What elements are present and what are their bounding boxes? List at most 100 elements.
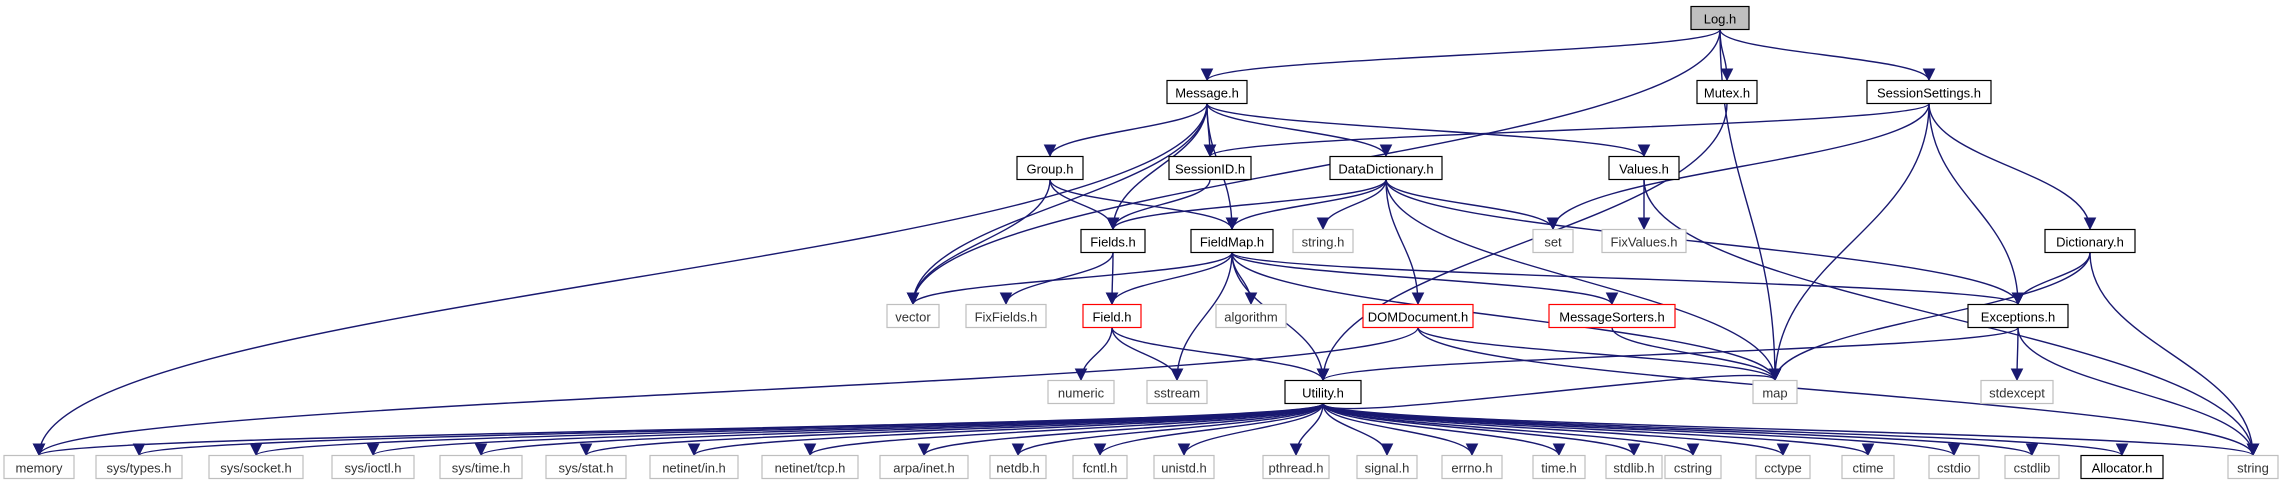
node-pthread-h: pthread.h	[1262, 454, 1330, 480]
node-string-h: string.h	[1292, 228, 1354, 254]
edge-log_h-to-sessionsettings_h	[1719, 29, 1936, 82]
node-box	[208, 454, 304, 480]
node-label: netdb.h	[996, 461, 1039, 476]
node-mutex-h[interactable]: Mutex.h	[1696, 79, 1758, 105]
edge-fields_h-to-fixfields_h	[999, 252, 1114, 306]
node-sessionsettings-h[interactable]: SessionSettings.h	[1866, 79, 1992, 105]
node-label: sys/ioctl.h	[344, 461, 401, 476]
node-label: algorithm	[1224, 310, 1277, 325]
node-fieldmap-h[interactable]: FieldMap.h	[1190, 228, 1274, 254]
node-box	[761, 454, 859, 480]
edge-field_h-to-sstream	[1111, 327, 1184, 382]
node-messagesorters-h[interactable]: MessageSorters.h	[1548, 303, 1676, 329]
node-box	[649, 454, 739, 480]
node-label: Field.h	[1092, 310, 1131, 325]
node-sys-socket-h: sys/socket.h	[208, 454, 304, 480]
node-label: errno.h	[1451, 461, 1492, 476]
node-box	[1696, 79, 1758, 105]
edge-sessionsettings_h-to-sessionid_h	[1204, 102, 1930, 158]
edge-values_h-to-string	[1643, 179, 2260, 457]
node-netinet-tcp-h: netinet/tcp.h	[761, 454, 859, 480]
node-label: Log.h	[1704, 12, 1737, 27]
node-box	[1262, 454, 1330, 480]
node-label: netinet/tcp.h	[775, 461, 846, 476]
edge-utility_h-to-fcntl_h	[1093, 403, 1324, 457]
node-values-h[interactable]: Values.h	[1608, 155, 1680, 181]
node-box	[1601, 228, 1687, 254]
node-box	[95, 454, 183, 480]
node-datadictionary-h[interactable]: DataDictionary.h	[1329, 155, 1443, 181]
node-label: sys/socket.h	[220, 461, 292, 476]
node-dictionary-h[interactable]: Dictionary.h	[2044, 228, 2136, 254]
node-box	[1967, 303, 2069, 329]
edge-messagesorters_h-to-map	[1611, 327, 1782, 382]
node-box	[1532, 454, 1586, 480]
node-stdexcept: stdexcept	[1980, 379, 2054, 405]
node-box	[1082, 303, 1142, 329]
node-group-h[interactable]: Group.h	[1016, 155, 1084, 181]
node-label: SessionID.h	[1175, 162, 1245, 177]
edge-utility_h-to-netinet_tcp_h	[803, 402, 1324, 457]
node-exceptions-h[interactable]: Exceptions.h	[1967, 303, 2069, 329]
node-map: map	[1752, 379, 1798, 405]
node-sessionid-h[interactable]: SessionID.h	[1168, 155, 1252, 181]
edge-datadictionary_h-to-set	[1385, 179, 1560, 231]
node-domdocument-h[interactable]: DOMDocument.h	[1362, 303, 1474, 329]
node-numeric: numeric	[1047, 379, 1115, 405]
edge-message_h-to-datadictionary_h	[1206, 103, 1393, 158]
node-box	[3, 454, 75, 480]
node-sys-ioctl-h: sys/ioctl.h	[331, 454, 415, 480]
node-fields-h[interactable]: Fields.h	[1080, 228, 1146, 254]
node-cstring: cstring	[1664, 454, 1722, 480]
node-field-h[interactable]: Field.h	[1082, 303, 1142, 329]
edge-field_h-to-numeric	[1074, 327, 1113, 382]
node-cstdio: cstdio	[1928, 454, 1980, 480]
edge-fieldmap_h-to-messagesorters_h	[1231, 251, 1619, 306]
node-box	[331, 454, 415, 480]
edge-fieldmap_h-to-field_h	[1105, 252, 1233, 306]
node-label: cstring	[1674, 461, 1712, 476]
edge-group_h-to-vector	[906, 179, 1051, 306]
node-label: cctype	[1764, 461, 1802, 476]
edge-utility_h-to-sys_stat_h	[580, 402, 1324, 457]
node-label: DOMDocument.h	[1368, 310, 1468, 325]
edge-log_h-to-vector	[906, 29, 1721, 306]
edge-message_h-to-values_h	[1206, 102, 1651, 158]
node-message-h[interactable]: Message.h	[1166, 79, 1248, 105]
node-label: string	[2237, 461, 2269, 476]
node-box	[1548, 303, 1676, 329]
node-box	[1980, 379, 2054, 405]
node-cstdlib: cstdlib	[2004, 454, 2060, 480]
node-allocator-h[interactable]: Allocator.h	[2080, 454, 2164, 480]
edge-domdocument_h-to-map	[1417, 327, 1782, 382]
node-label: Mutex.h	[1704, 86, 1750, 101]
edge-utility_h-to-errno_h	[1322, 403, 1479, 457]
node-box	[989, 454, 1047, 480]
node-log-h[interactable]: Log.h	[1690, 5, 1750, 31]
node-errno-h: errno.h	[1441, 454, 1503, 480]
edge-utility_h-to-cstring	[1322, 403, 1700, 457]
node-unistd-h: unistd.h	[1153, 454, 1215, 480]
node-label: signal.h	[1365, 461, 1410, 476]
node-box	[1755, 454, 1811, 480]
node-memory: memory	[3, 454, 75, 480]
node-label: arpa/inet.h	[893, 461, 954, 476]
edge-datadictionary_h-to-string_h	[1316, 179, 1387, 231]
node-label: numeric	[1058, 386, 1105, 401]
node-box	[1605, 454, 1663, 480]
node-utility-h[interactable]: Utility.h	[1284, 379, 1362, 405]
edge-log_h-to-message_h	[1200, 28, 1721, 82]
node-label: ctime	[1852, 461, 1883, 476]
node-label: set	[1544, 235, 1562, 250]
node-box	[1608, 155, 1680, 181]
node-label: cstdlib	[2014, 461, 2051, 476]
node-fcntl-h: fcntl.h	[1072, 454, 1128, 480]
edge-dictionary_h-to-map	[1768, 252, 2091, 382]
edge-exceptions_h-to-string	[2017, 327, 2260, 457]
node-time-h: time.h	[1532, 454, 1586, 480]
node-label: DataDictionary.h	[1338, 162, 1433, 177]
node-sstream: sstream	[1146, 379, 1208, 405]
node-label: string.h	[1302, 235, 1345, 250]
node-box	[2227, 454, 2279, 480]
node-label: Utility.h	[1302, 386, 1344, 401]
